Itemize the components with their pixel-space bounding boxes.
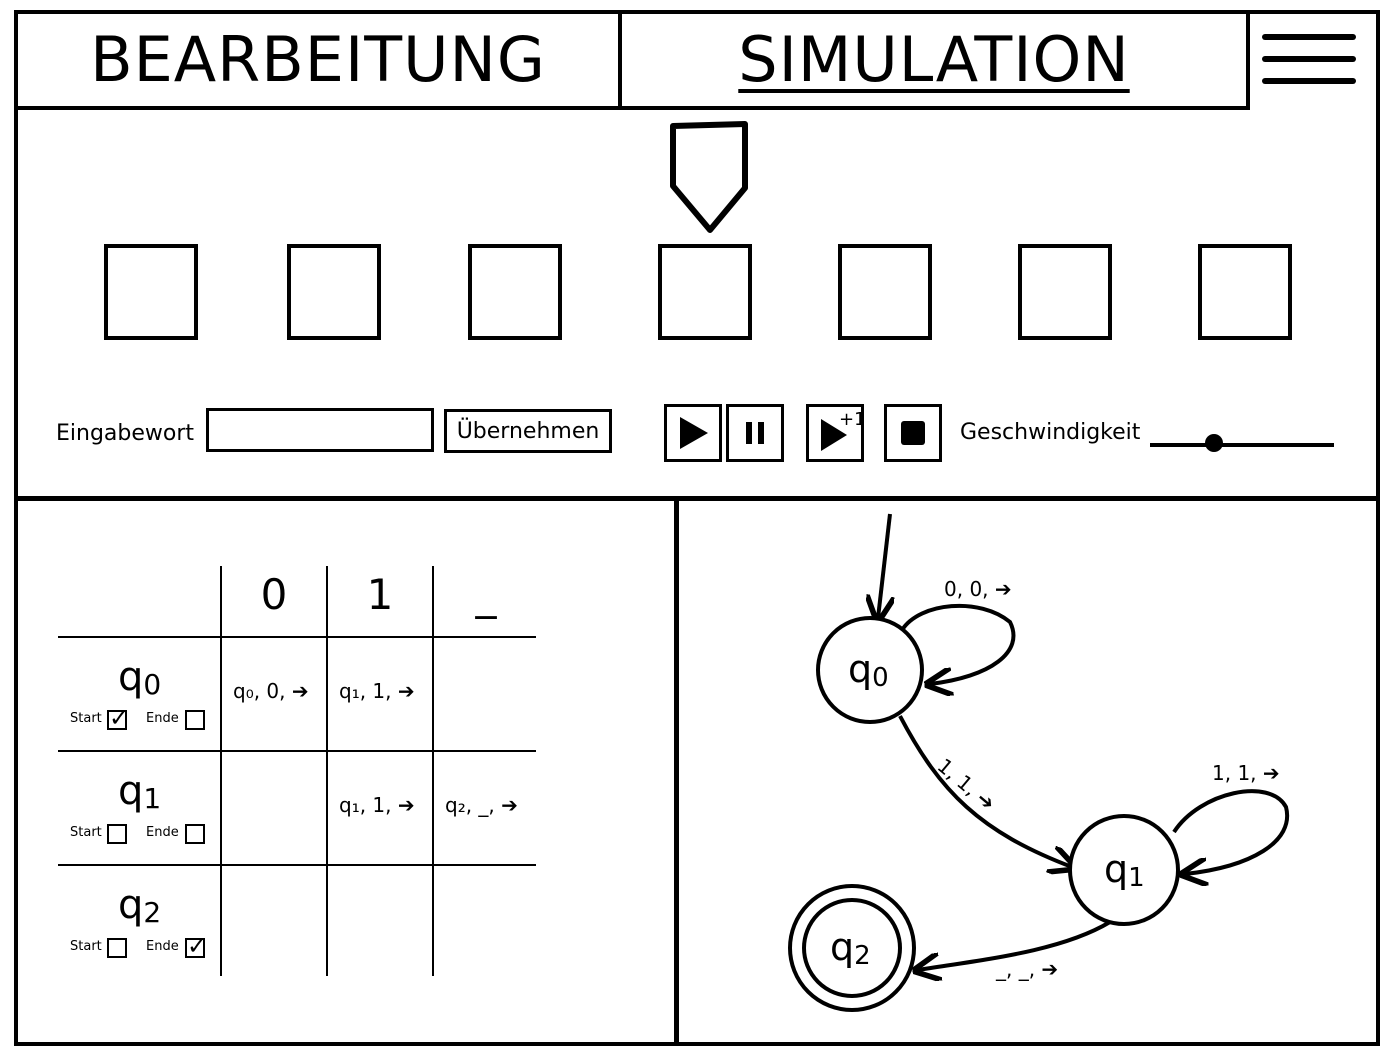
step-play-icon	[821, 419, 847, 451]
step-button[interactable]: +1	[806, 404, 866, 462]
transition-q0-loop	[900, 603, 1016, 684]
apply-button-label: Übernehmen	[456, 418, 600, 444]
start-arrow	[878, 513, 890, 618]
table-divider	[58, 750, 536, 752]
input-word-label: Eingabewort	[56, 421, 195, 446]
state-node-q0	[816, 616, 924, 724]
final-state-ring	[802, 898, 902, 998]
state-name: q0	[118, 654, 161, 701]
tape-cell[interactable]	[658, 244, 752, 340]
start-checkbox[interactable]	[107, 704, 129, 732]
state-letter: q	[118, 654, 144, 700]
state-name: q1	[118, 768, 161, 815]
tape-cell[interactable]	[1198, 244, 1292, 340]
transition-label: 0, 0, ➔	[944, 577, 1012, 601]
state-node-label: q0	[848, 647, 889, 693]
speed-label: Geschwindigkeit	[960, 420, 1141, 445]
table-divider	[220, 566, 222, 976]
pause-button[interactable]	[726, 404, 784, 462]
transition-q0-q1	[898, 715, 1072, 867]
state-index: 0	[143, 668, 162, 701]
state-node-label: q1	[1104, 847, 1145, 893]
tape-cell[interactable]	[104, 244, 198, 340]
table-divider	[326, 566, 328, 976]
start-checkbox[interactable]	[107, 938, 127, 958]
tape-cell[interactable]	[838, 244, 932, 340]
pause-icon	[746, 422, 764, 444]
end-label: Ende	[146, 711, 179, 726]
tab-simulation-label: SIMULATION	[738, 23, 1130, 96]
state-index: 1	[143, 782, 162, 815]
end-checkbox[interactable]	[185, 710, 205, 730]
state-index: 2	[143, 896, 162, 929]
table-divider	[432, 566, 434, 976]
table-column-header: 0	[260, 570, 288, 619]
state-node-label: q2	[830, 925, 871, 971]
table-cell[interactable]: q₀, 0, ➔	[233, 679, 309, 703]
tab-simulation[interactable]: SIMULATION	[618, 10, 1250, 110]
end-label: Ende	[146, 939, 179, 954]
tab-bearbeitung-label: BEARBEITUNG	[90, 23, 546, 96]
state-letter: q	[118, 882, 144, 928]
state-letter: q	[118, 768, 144, 814]
start-label: Start	[70, 939, 102, 954]
table-cell[interactable]: q₁, 1, ➔	[339, 793, 415, 817]
tape-head-icon	[670, 121, 748, 233]
stop-button[interactable]	[884, 404, 942, 462]
state-name: q2	[118, 882, 161, 929]
play-button[interactable]	[664, 404, 722, 462]
table-cell[interactable]: q₁, 1, ➔	[339, 679, 415, 703]
table-divider	[58, 864, 536, 866]
tape-cell[interactable]	[468, 244, 562, 340]
table-cell[interactable]: q₂, _, ➔	[445, 793, 518, 817]
speed-slider-thumb[interactable]	[1205, 434, 1224, 452]
tab-bearbeitung[interactable]: BEARBEITUNG	[14, 10, 622, 110]
state-diagram: q0 0, 0, ➔ 1, 1, ➔ q1 1, 1, ➔ _, _, ➔ q2	[788, 513, 1290, 1012]
end-checkbox[interactable]	[185, 932, 207, 960]
transition-q1-q2	[918, 920, 1112, 970]
transition-label: _, _, ➔	[995, 957, 1058, 981]
table-column-header: _	[475, 570, 497, 619]
speed-slider-track[interactable]	[1150, 443, 1334, 447]
panel-divider-vertical	[674, 500, 679, 1046]
tape-cell[interactable]	[1018, 244, 1112, 340]
end-checkbox[interactable]	[185, 824, 205, 844]
transition-q1-loop	[1172, 789, 1290, 874]
stop-icon	[901, 421, 925, 445]
panel-divider-horizontal	[14, 496, 1380, 501]
start-label: Start	[70, 711, 102, 726]
input-word-field[interactable]	[206, 408, 434, 452]
hamburger-menu-icon[interactable]	[1258, 28, 1362, 94]
table-divider	[58, 636, 536, 638]
transition-label: 1, 1, ➔	[1212, 761, 1280, 785]
apply-button[interactable]: Übernehmen	[444, 409, 612, 453]
end-label: Ende	[146, 825, 179, 840]
start-checkbox[interactable]	[107, 824, 127, 844]
start-label: Start	[70, 825, 102, 840]
table-column-header: 1	[366, 570, 394, 619]
play-icon	[680, 417, 708, 449]
tape-cell[interactable]	[287, 244, 381, 340]
step-badge: +1	[839, 409, 866, 430]
state-node-q2	[788, 884, 916, 1012]
